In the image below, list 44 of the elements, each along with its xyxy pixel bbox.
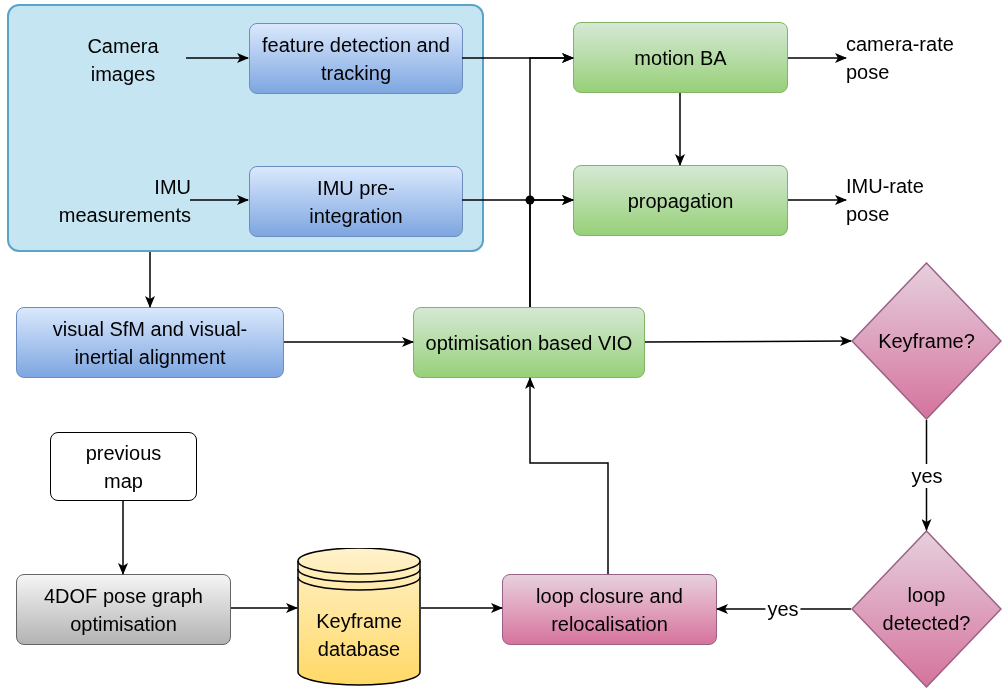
process-box [413,307,645,378]
process-box [16,307,284,378]
arrow [787,53,847,63]
box-label: loop detected? [882,584,971,634]
node-label: camera-rate pose [846,30,986,86]
box-label: IMU pre-integration [309,176,403,227]
decision-diamond [851,262,1002,420]
arrow [529,195,574,308]
arrow [118,500,128,575]
box-label: Keyframe database [316,610,402,660]
edge-label: yes [911,465,943,487]
box-label: loop closure and relocalisation [536,584,683,635]
box-label: optimisation based VIO [425,331,633,354]
box-label: motion BA [634,46,727,69]
box-label: previous map [85,441,162,492]
box-label: propagation [627,189,734,212]
box-label: visual SfM and visual-inertial alignment [52,317,248,368]
process-box [502,574,717,645]
arrow [525,377,609,575]
node-label: IMU measurements [15,173,191,229]
box-label: 4DOF pose graph optimisation [44,584,203,635]
decision-diamond [851,530,1002,688]
group-panel [7,4,484,252]
process-box [573,165,788,236]
arrow [185,53,249,63]
process-box [249,166,463,237]
arrow [145,251,155,308]
arrow [230,603,298,613]
arrow [787,195,847,205]
process-box [16,574,231,645]
box-label: feature detection and tracking [262,33,450,84]
process-box [573,22,788,93]
arrow [420,603,503,613]
node-label: Camera images [59,33,187,87]
input-box [50,432,197,501]
database-cylinder [297,548,421,686]
process-box [249,23,463,94]
arrow [283,337,414,347]
arrow [644,336,852,347]
arrow [189,195,249,205]
node-label: IMU-rate pose [846,172,986,228]
edge-label: yes [767,598,799,620]
box-label: Keyframe? [878,330,975,352]
arrow [675,92,685,166]
